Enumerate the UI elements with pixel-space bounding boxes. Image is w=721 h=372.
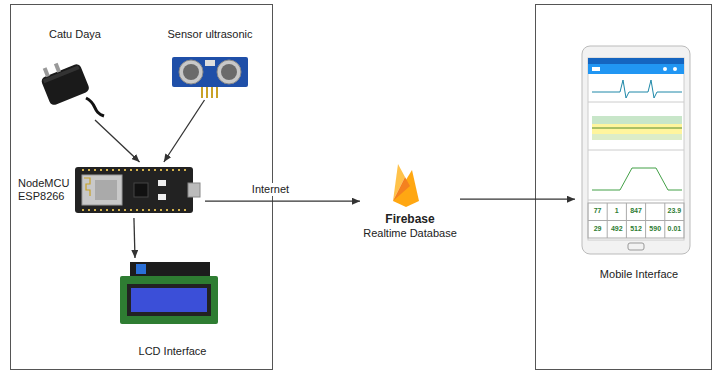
flow-arrow [95, 120, 140, 162]
flame [393, 177, 410, 201]
grid-line [588, 150, 684, 151]
flame [393, 170, 419, 207]
app-icon [663, 67, 667, 71]
chart-band [592, 134, 682, 140]
status-bar [588, 58, 684, 64]
cell-value: 590 [646, 225, 665, 232]
sensor-mesh [183, 64, 199, 80]
controller-node: NodeMCU ESP8266 [18, 162, 205, 218]
chip [134, 183, 148, 197]
app-icon [673, 67, 677, 71]
button [158, 180, 166, 186]
power-adapter [37, 55, 104, 116]
flow-arrow [205, 201, 360, 202]
sensor-pcb [172, 57, 248, 87]
ultrasonic-sensor [172, 57, 248, 98]
lcd-node: LCD Interface [110, 258, 235, 358]
cell-value: 29 [588, 225, 607, 232]
pin-header [82, 209, 186, 211]
sensor-transducer [179, 60, 203, 84]
node-label: Mobile Interface [600, 268, 678, 281]
usb-port [188, 183, 200, 197]
value-grid-frame [588, 203, 684, 238]
sensor-node: Sensor ultrasonic [155, 28, 265, 100]
cell-value: 847 [626, 207, 645, 214]
flow-arrow [134, 218, 135, 258]
lcd-module [120, 262, 218, 324]
value-grid [588, 203, 684, 238]
flow-arrow [164, 100, 205, 162]
sensor-mesh [221, 64, 237, 80]
chart-band [592, 124, 682, 134]
sensor-crystal [205, 60, 215, 66]
value-grid-line [588, 220, 684, 221]
node-label: LCD Interface [139, 345, 207, 358]
node-label: Realtime Database [363, 227, 457, 240]
value-grid-line [664, 203, 665, 238]
cell-value: 0.01 [665, 225, 684, 232]
value-grid-line [607, 203, 608, 238]
i2c-backpack [130, 262, 210, 276]
lcd-bezel [127, 284, 211, 316]
potentiometer [136, 264, 146, 274]
pin-header [82, 169, 186, 171]
node-label: Firebase [385, 212, 434, 226]
chart-line [592, 128, 682, 129]
sensor-transducer [217, 60, 241, 84]
phone-screen [588, 58, 684, 240]
ecg-trace [592, 80, 682, 98]
sensor-pin [211, 87, 213, 98]
esp-module [82, 175, 122, 205]
cell-value: 23.9 [665, 207, 684, 214]
phone [582, 46, 690, 254]
power-supply: Catu Daya [25, 28, 125, 120]
app-bar [588, 64, 684, 74]
value-grid-line [645, 203, 646, 238]
node-label: Sensor ultrasonic [168, 28, 253, 41]
sensor-pin [216, 87, 218, 98]
grid-line [588, 102, 684, 103]
adapter-prong [43, 67, 50, 77]
cell-value: 1 [607, 207, 626, 214]
value-grid-line [626, 203, 627, 238]
antenna-trace [84, 178, 90, 196]
adapter-cable [86, 98, 104, 116]
adapter-highlight [43, 65, 80, 83]
flow-arrow [460, 199, 575, 200]
lcd-screen [131, 288, 207, 312]
sensor-pin [206, 87, 208, 98]
phone-body [582, 46, 690, 254]
firebase-logo [393, 164, 419, 207]
board-pcb [75, 167, 193, 213]
chart-band [592, 116, 682, 124]
mobile-panel [536, 5, 712, 370]
sensor-pin [201, 87, 203, 98]
shield-can [95, 180, 117, 200]
node-label: NodeMCU ESP8266 [18, 177, 76, 203]
node-label: Catu Daya [49, 28, 101, 41]
grid-line [588, 200, 684, 201]
adapter-body [37, 55, 90, 106]
chart-line [592, 168, 682, 190]
home-button [628, 243, 644, 250]
mobile-node: Mobile Interface [575, 45, 703, 281]
lcd-pcb [120, 276, 218, 324]
cell-value: 512 [626, 225, 645, 232]
adapter-case [40, 63, 90, 107]
adapter-prong [54, 63, 61, 73]
menu-icon [592, 67, 600, 71]
database-node: FirebaseRealtime Database [360, 160, 460, 240]
button [158, 194, 166, 200]
cell-value: 77 [588, 207, 607, 214]
device-panel [11, 5, 273, 370]
nodemcu-board [75, 167, 200, 213]
edge-label: Internet [250, 183, 291, 196]
cell-value: 492 [607, 225, 626, 232]
